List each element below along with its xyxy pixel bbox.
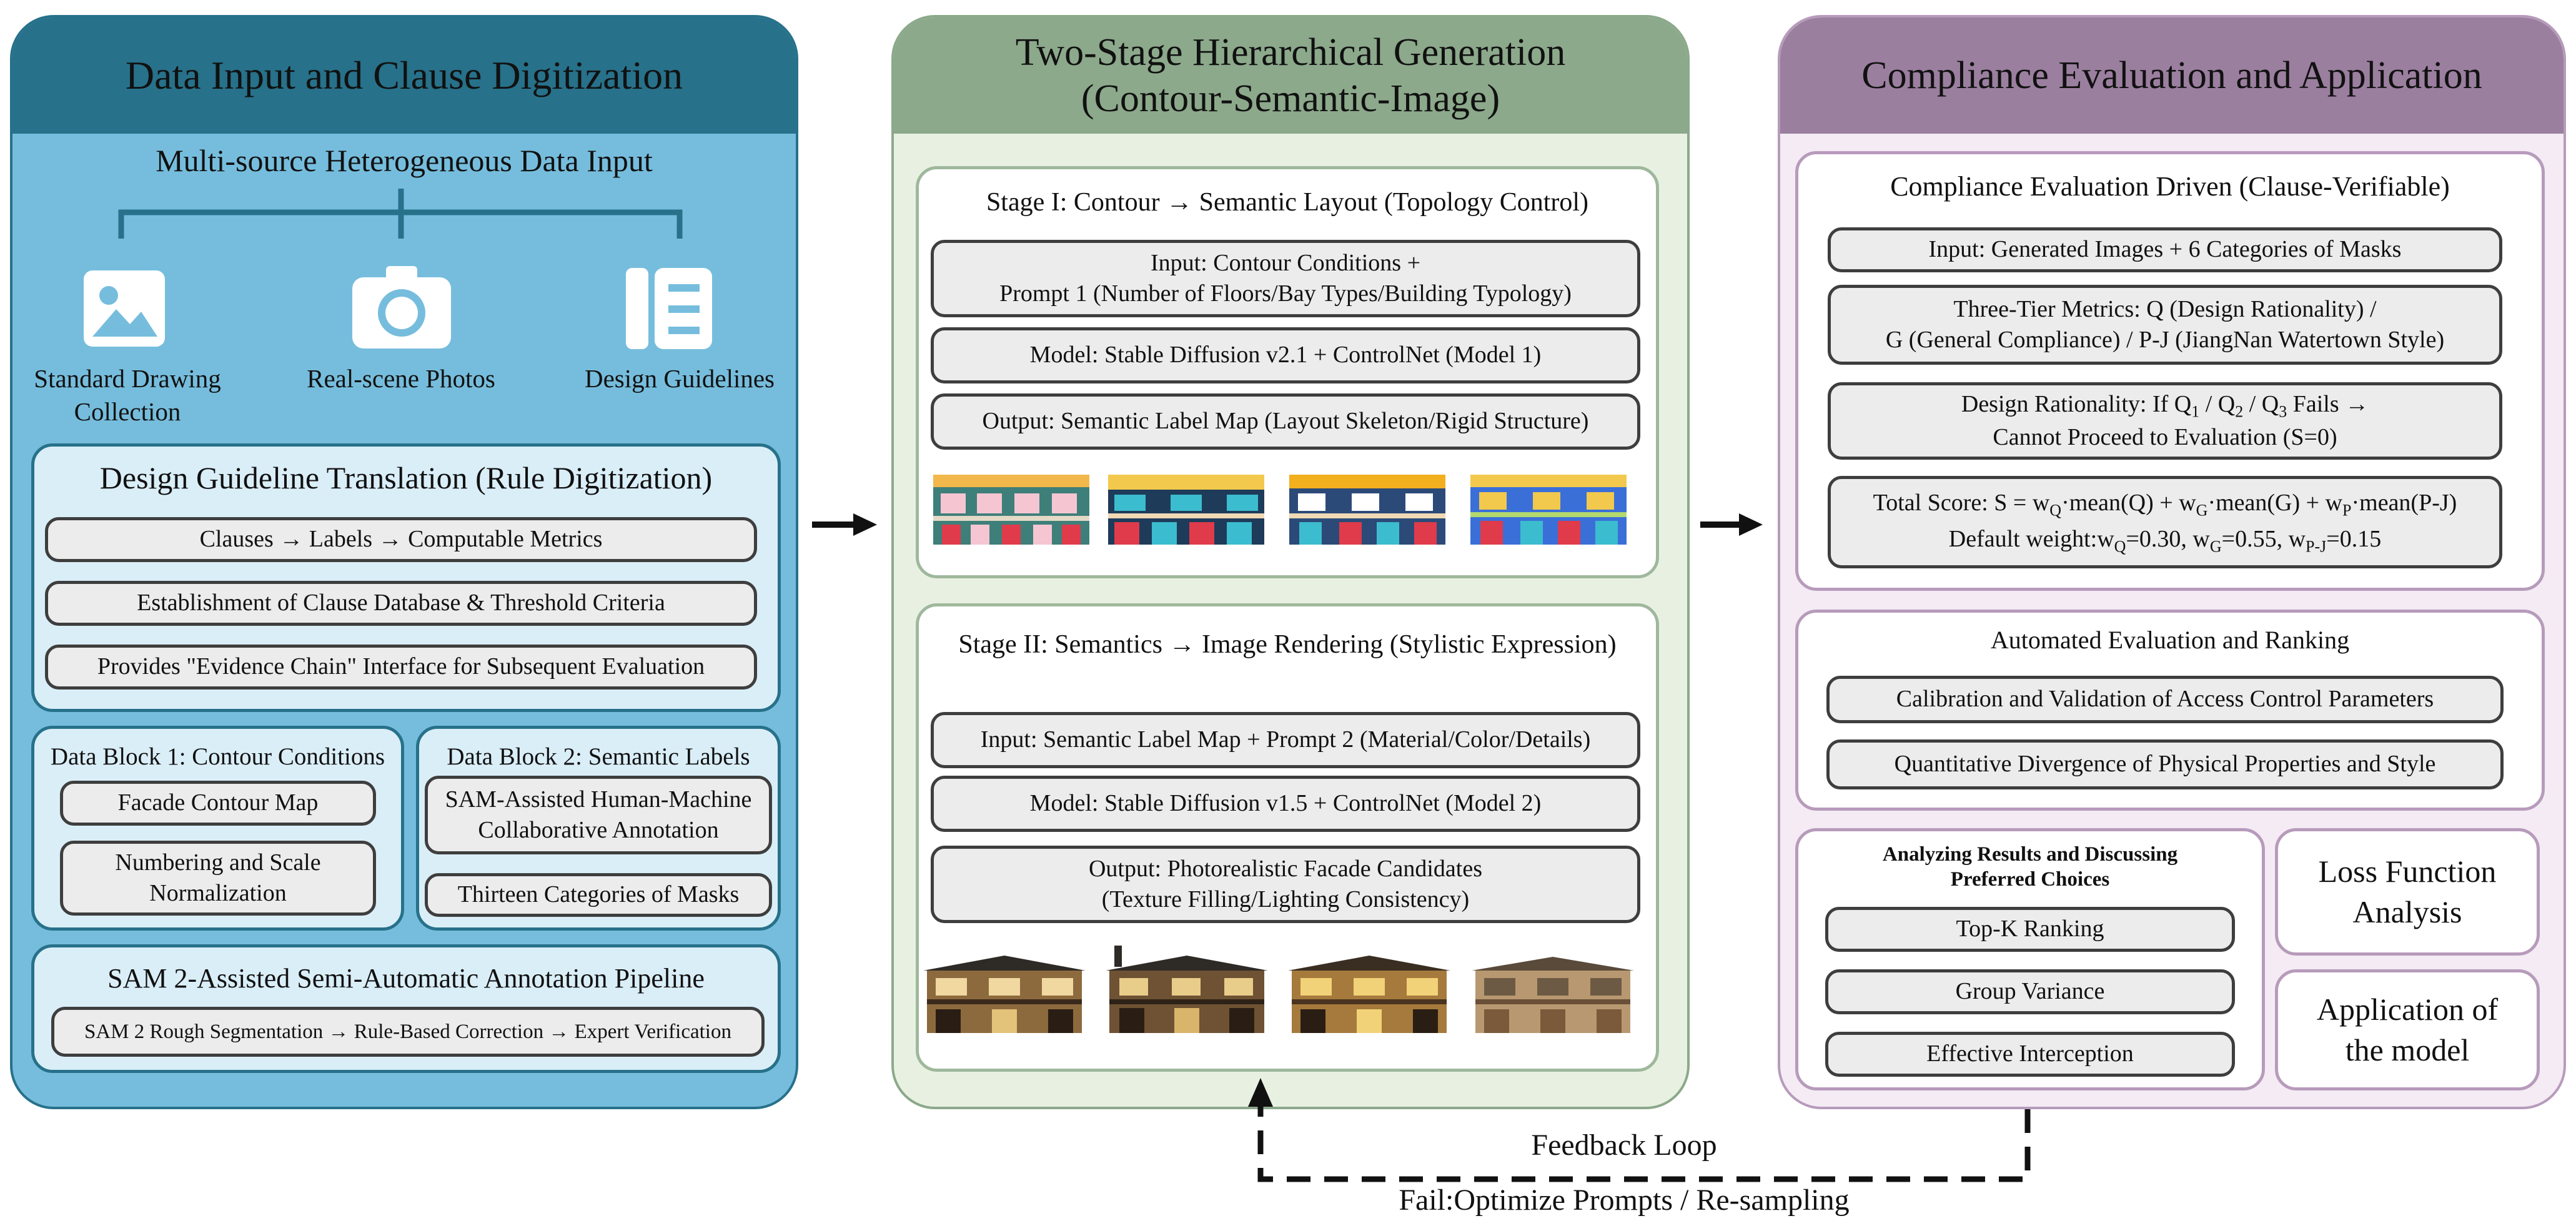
stage-2-item: Model: Stable Diffusion v1.5 + ControlNe… xyxy=(931,776,1640,832)
design-rationality-line2: Cannot Proceed to Evaluation (S=0) xyxy=(1993,424,2337,450)
total-score-box: Total Score: S = wQ·mean(Q) + wG·mean(G)… xyxy=(1828,476,2502,568)
block-1-item: Facade Contour Map xyxy=(60,781,376,826)
translation-item: Establishment of Clause Database & Thres… xyxy=(45,581,757,626)
stage-2-title: Stage II: Semantics → Image Rendering (S… xyxy=(958,630,1617,659)
stage-2-item: Input: Semantic Label Map + Prompt 2 (Ma… xyxy=(931,712,1640,768)
facade-candidate-thumbnail xyxy=(1106,946,1268,1033)
facade-candidate-thumbnail xyxy=(1472,957,1634,1033)
facade-candidate-thumbnail xyxy=(1288,956,1450,1033)
stage-2-item: Output: Photorealistic Facade Candidates… xyxy=(931,846,1640,923)
compliance-metrics: Three-Tier Metrics: Q (Design Rationalit… xyxy=(1828,285,2502,365)
right-panel-title: Compliance Evaluation and Application xyxy=(1861,54,2482,97)
document-icon xyxy=(626,268,712,349)
block-2-item: Thirteen Categories of Masks xyxy=(425,873,772,917)
sam-pipeline-item: SAM 2 Rough Segmentation → Rule-Based Co… xyxy=(51,1007,765,1057)
arrow-left-to-mid xyxy=(812,513,877,536)
right-panel-header: Compliance Evaluation and Application xyxy=(1780,17,2564,134)
design-rationality-line1: Design Rationality: If Q1 / Q2 / Q3 Fail… xyxy=(1961,390,2369,421)
stage-1-item: Output: Semantic Label Map (Layout Skele… xyxy=(931,393,1640,450)
data-block-2-title: Data Block 2: Semantic Labels xyxy=(447,743,750,770)
feedback-loop-sublabel: Fail:Optimize Prompts / Re-sampling xyxy=(1399,1184,1850,1217)
semantic-layout-thumbnail xyxy=(933,475,1089,545)
automated-item: Quantitative Divergence of Physical Prop… xyxy=(1826,739,2504,789)
design-rationality-box: Design Rationality: If Q1 / Q2 / Q3 Fail… xyxy=(1828,382,2502,460)
analyzing-item: Group Variance xyxy=(1825,969,2235,1014)
default-weight-line: Default weight:wQ=0.30, wG=0.55, wP-J=0.… xyxy=(1948,526,2382,556)
left-panel-title: Data Input and Clause Digitization xyxy=(125,52,683,97)
semantic-layout-thumbnail xyxy=(1289,475,1445,545)
facade-candidate-thumbnail xyxy=(923,956,1086,1033)
total-score-formula: Total Score: S = wQ·mean(Q) + wG·mean(G)… xyxy=(1873,489,2457,520)
image-icon xyxy=(84,270,165,347)
feedback-loop-label: Feedback Loop xyxy=(1531,1129,1717,1162)
stage-1-item: Model: Stable Diffusion v2.1 + ControlNe… xyxy=(931,327,1640,383)
block-2-item: SAM-Assisted Human-Machine Collaborative… xyxy=(425,776,772,854)
application-card: Application of the model xyxy=(2275,969,2540,1090)
data-block-1-title: Data Block 1: Contour Conditions xyxy=(50,743,385,770)
stage-1-item: Input: Contour Conditions + Prompt 1 (Nu… xyxy=(931,240,1640,317)
sam-pipeline-title: SAM 2-Assisted Semi-Automatic Annotation… xyxy=(107,963,705,994)
icon-label-real-scene: Real-scene Photos xyxy=(307,364,495,393)
compliance-title: Compliance Evaluation Driven (Clause-Ver… xyxy=(1890,171,2450,202)
semantic-layout-thumbnail xyxy=(1470,475,1627,545)
mid-panel-header: Two-Stage Hierarchical Generation (Conto… xyxy=(894,17,1687,134)
analyzing-results-title: Analyzing Results and Discussing Preferr… xyxy=(1882,843,2178,891)
translation-item: Provides "Evidence Chain" Interface for … xyxy=(45,645,757,690)
arrow-mid-to-right xyxy=(1700,513,1763,536)
compliance-input: Input: Generated Images + 6 Categories o… xyxy=(1828,227,2502,272)
analyzing-item: Top-K Ranking xyxy=(1825,907,2235,952)
block-1-item: Numbering and Scale Normalization xyxy=(60,841,376,916)
automated-item: Calibration and Validation of Access Con… xyxy=(1826,676,2504,723)
translation-item: Clauses → Labels → Computable Metrics xyxy=(45,517,757,562)
camera-icon xyxy=(352,266,451,349)
analyzing-item: Effective Interception xyxy=(1825,1032,2235,1077)
input-tree-connector xyxy=(118,189,683,239)
translation-title: Design Guideline Translation (Rule Digit… xyxy=(99,460,713,495)
semantic-layout-thumbnail xyxy=(1108,475,1264,545)
stage-1-title: Stage I: Contour → Semantic Layout (Topo… xyxy=(986,188,1589,217)
feedback-loop-path xyxy=(1248,1078,2031,1182)
loss-function-card: Loss Function Analysis xyxy=(2275,828,2540,956)
icon-label-standard-drawing: Standard Drawing Collection xyxy=(34,364,221,427)
left-panel-header: Data Input and Clause Digitization xyxy=(12,17,796,134)
left-subtitle: Multi-source Heterogeneous Data Input xyxy=(156,143,653,178)
icon-label-design-guidelines: Design Guidelines xyxy=(584,364,775,393)
automated-evaluation-title: Automated Evaluation and Ranking xyxy=(1990,626,2350,654)
